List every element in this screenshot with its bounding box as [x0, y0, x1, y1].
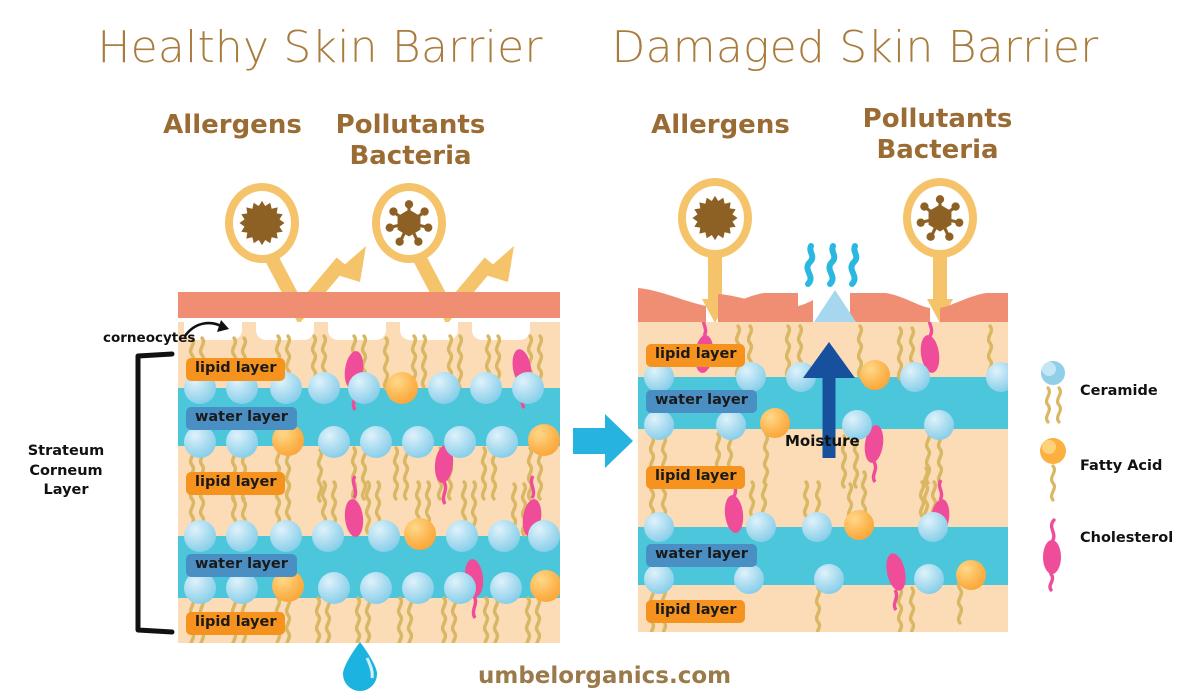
corneocyte: [328, 322, 386, 340]
moisture-evaporation-icon: [804, 243, 860, 287]
fatty-acid-head: [956, 560, 986, 590]
fatty-acid-head: [404, 518, 436, 550]
ceramide-head: [842, 410, 872, 440]
stratum-corneum-bracket: [135, 351, 175, 635]
tag-water-layer-2: water layer: [186, 554, 297, 577]
ceramide-head: [746, 512, 776, 542]
ceramide-head: [802, 512, 832, 542]
ceramide-icon: [1041, 361, 1065, 424]
ceramide-head: [270, 520, 302, 552]
ceramide-head: [900, 362, 930, 392]
ceramide-head: [446, 520, 478, 552]
ceramide-head: [308, 372, 340, 404]
ceramide-head: [226, 426, 258, 458]
ceramide-head: [644, 564, 674, 594]
ceramide-head: [226, 572, 258, 604]
ceramide-head: [918, 512, 948, 542]
damaged-skin-panel: lipid layer water layer lipid layer wate…: [638, 322, 1008, 632]
ceramide-head: [490, 572, 522, 604]
pollutant-bubble-healthy: [372, 183, 446, 263]
tag-lipid-layer-2: lipid layer: [186, 472, 286, 495]
tag-lipid-layer-1: lipid layer: [646, 344, 746, 367]
bacteria-icon: [916, 195, 964, 241]
moisture-escape-triangle: [814, 290, 856, 322]
ceramide-head: [184, 572, 216, 604]
ceramide-head: [368, 520, 400, 552]
ceramide-head: [360, 572, 392, 604]
cholesterol-icon: [1043, 518, 1061, 592]
ceramide-head: [736, 362, 766, 392]
ceramide-head: [402, 572, 434, 604]
water-droplet-icon: [343, 642, 377, 691]
tag-lipid-layer-1: lipid layer: [186, 358, 286, 381]
moisture-arrow-icon: [803, 342, 855, 458]
tag-water-layer-2: water layer: [646, 544, 757, 567]
bacteria-icon: [385, 200, 433, 246]
fatty-acid-icon: [1040, 438, 1066, 502]
ceramide-head: [644, 410, 674, 440]
ceramide-head: [444, 572, 476, 604]
ceramide-head: [470, 372, 502, 404]
label-moisture: Moisture: [785, 432, 860, 450]
transition-arrow-icon: [573, 414, 633, 468]
healthy-epidermis-surface: [178, 292, 560, 318]
footer-website: umbelorganics.com: [478, 663, 732, 689]
ceramide-head: [644, 512, 674, 542]
fatty-acid-head: [530, 570, 560, 602]
healthy-skin-panel: lipid layer water layer lipid layer wate…: [178, 322, 560, 643]
fatty-acid-head: [528, 424, 560, 456]
legend-label-ceramide: Ceramide: [1080, 383, 1158, 399]
page-title-healthy: Healthy Skin Barrier: [97, 22, 543, 73]
ceramide-head: [226, 520, 258, 552]
label-corneocytes: corneocytes: [103, 330, 196, 346]
ceramide-head: [318, 426, 350, 458]
allergen-icon: [692, 195, 738, 241]
tag-lipid-layer-2: lipid layer: [646, 466, 746, 489]
ceramide-head: [184, 426, 216, 458]
pollutant-bubble-damaged: [903, 178, 977, 258]
ceramide-head: [312, 520, 344, 552]
corneocytes-pointer-arrow: [183, 320, 229, 337]
label-stratum-corneum: Strateum Corneum Layer: [27, 443, 105, 499]
ceramide-head: [444, 426, 476, 458]
allergen-bubble-healthy: [225, 183, 299, 263]
tag-water-layer-1: water layer: [646, 390, 757, 413]
ceramide-head: [986, 362, 1008, 392]
ceramide-head: [716, 410, 746, 440]
legend-label-cholesterol: Cholesterol: [1080, 530, 1174, 546]
ceramide-head: [644, 362, 674, 392]
label-pollutants-healthy: Pollutants Bacteria: [335, 110, 486, 171]
corneocyte: [256, 322, 314, 340]
ceramide-head: [486, 426, 518, 458]
damaged-epidermis-surface: [638, 288, 1008, 322]
ceramide-head: [488, 520, 520, 552]
legend-label-fatty-acid: Fatty Acid: [1080, 458, 1163, 474]
tag-water-layer-1: water layer: [186, 407, 297, 430]
ceramide-head: [184, 520, 216, 552]
fatty-acid-head: [760, 408, 790, 438]
ceramide-head: [318, 572, 350, 604]
fatty-acid-head: [386, 372, 418, 404]
label-allergens-damaged: Allergens: [651, 110, 790, 140]
tag-lipid-layer-3: lipid layer: [646, 600, 746, 623]
allergen-bubble-damaged: [678, 178, 752, 258]
fatty-acid-head: [844, 510, 874, 540]
label-allergens-healthy: Allergens: [163, 110, 302, 140]
page-title-damaged: Damaged Skin Barrier: [611, 22, 1099, 73]
ceramide-head: [512, 372, 544, 404]
corneocyte: [184, 322, 242, 340]
label-pollutants-damaged: Pollutants Bacteria: [862, 104, 1013, 165]
ceramide-head: [734, 564, 764, 594]
ceramide-head: [402, 426, 434, 458]
allergen-icon: [239, 200, 285, 246]
ceramide-head: [924, 410, 954, 440]
ceramide-head: [348, 372, 380, 404]
fatty-acid-head: [860, 360, 890, 390]
ceramide-head: [914, 564, 944, 594]
tag-lipid-layer-3: lipid layer: [186, 612, 286, 635]
ceramide-head: [360, 426, 392, 458]
ceramide-head: [814, 564, 844, 594]
ceramide-head: [428, 372, 460, 404]
ceramide-head: [528, 520, 560, 552]
